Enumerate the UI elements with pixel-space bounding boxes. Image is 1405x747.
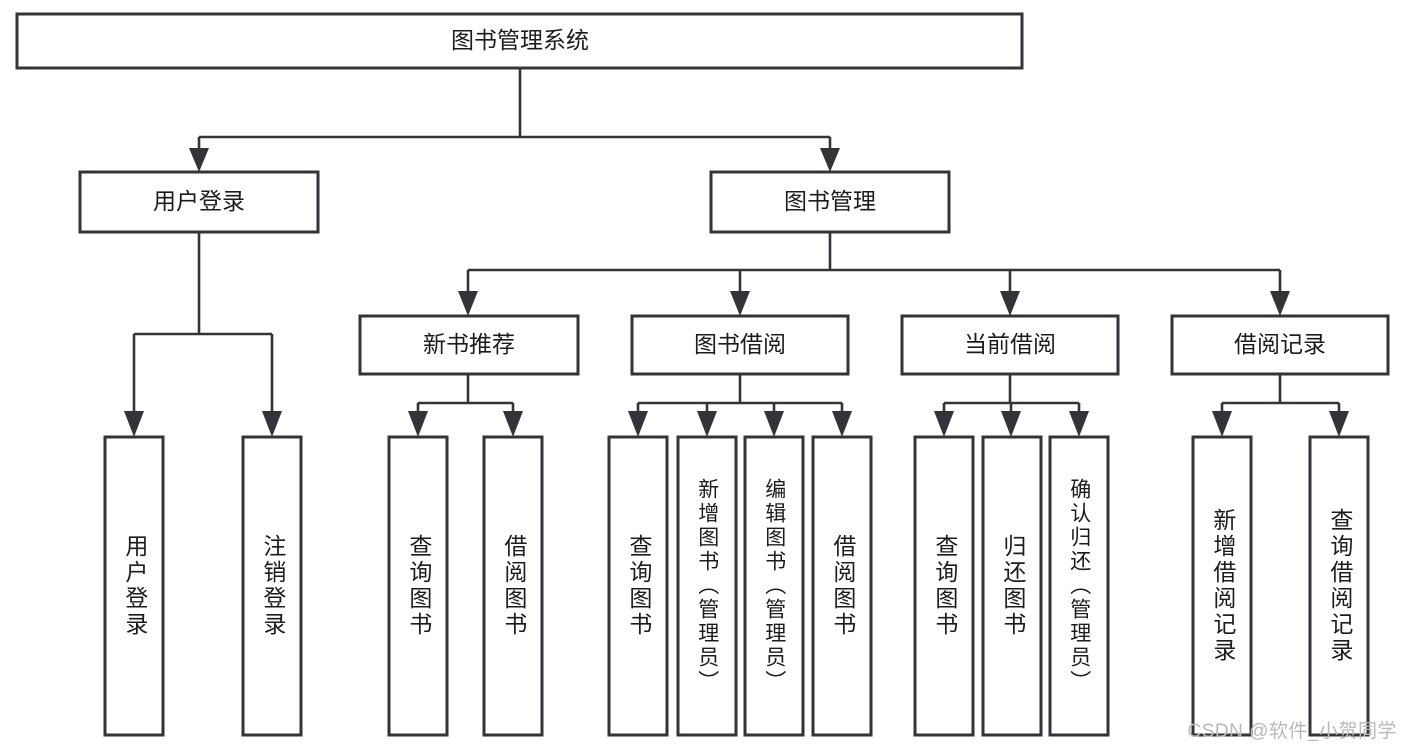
arrow-current-borrow-leaf-0 bbox=[934, 411, 954, 437]
arrow-user-login-leaf-1 bbox=[262, 411, 282, 437]
node-user-login-box[interactable] bbox=[78, 170, 320, 234]
arrow-current-borrow-leaf-2 bbox=[1069, 411, 1089, 437]
leaf-new-book-rec-0-box[interactable] bbox=[387, 435, 449, 737]
node-borrow-record-box[interactable] bbox=[1170, 314, 1390, 376]
arrow-book-borrow-leaf-2 bbox=[764, 411, 784, 437]
node-user-login[interactable]: 用户登录 bbox=[78, 170, 320, 234]
connector-group-new-book-rec bbox=[408, 374, 523, 437]
leaf-user-login-1[interactable] bbox=[241, 435, 303, 737]
connector-group-current-borrow bbox=[934, 374, 1089, 437]
node-book-borrow-label: 图书借阅 bbox=[694, 331, 786, 357]
leaf-borrow-record-1[interactable] bbox=[1308, 435, 1370, 737]
node-root-label: 图书管理系统 bbox=[451, 27, 589, 53]
node-user-login-label: 用户登录 bbox=[153, 188, 245, 214]
arrow-book-borrow-leaf-0 bbox=[628, 411, 648, 437]
leaf-user-login-1-box[interactable] bbox=[241, 435, 303, 737]
connector-group-book-borrow bbox=[628, 374, 852, 437]
arrow-borrow-record-leaf-0 bbox=[1212, 411, 1232, 437]
node-book-manage[interactable]: 图书管理 bbox=[709, 170, 951, 234]
arrow-new-book-rec-leaf-1 bbox=[503, 411, 523, 437]
leaf-current-borrow-2[interactable] bbox=[1048, 435, 1110, 737]
node-book-manage-label: 图书管理 bbox=[784, 188, 876, 214]
leaf-new-book-rec-0[interactable] bbox=[387, 435, 449, 737]
leaf-current-borrow-1[interactable] bbox=[981, 435, 1043, 737]
leaf-user-login-0[interactable] bbox=[103, 435, 165, 737]
node-current-borrow-box[interactable] bbox=[900, 314, 1120, 376]
arrow-root-to-book-manage bbox=[820, 148, 840, 172]
arrow-book-borrow-leaf-3 bbox=[832, 411, 852, 437]
leaf-borrow-record-0-box[interactable] bbox=[1191, 435, 1253, 737]
arrow-user-login-leaf-0 bbox=[124, 411, 144, 437]
arrow-book-manage-to-current-borrow bbox=[1000, 291, 1020, 316]
leaf-book-borrow-0[interactable] bbox=[607, 435, 669, 737]
arrow-borrow-record-leaf-1 bbox=[1329, 411, 1349, 437]
node-book-borrow-box[interactable] bbox=[630, 314, 850, 376]
node-root-box[interactable] bbox=[15, 12, 1024, 70]
leaf-current-borrow-0[interactable] bbox=[913, 435, 975, 737]
leaf-book-borrow-1[interactable] bbox=[676, 435, 738, 737]
node-book-manage-box[interactable] bbox=[709, 170, 951, 234]
connector-group-root bbox=[189, 68, 840, 172]
leaf-current-borrow-2-box[interactable] bbox=[1048, 435, 1110, 737]
node-borrow-record-label: 借阅记录 bbox=[1234, 331, 1326, 357]
connector-group-book-manage bbox=[458, 232, 1290, 316]
node-root[interactable]: 图书管理系统 bbox=[15, 12, 1024, 70]
leaf-current-borrow-0-box[interactable] bbox=[913, 435, 975, 737]
connector-group-user-login bbox=[124, 232, 282, 437]
arrow-book-borrow-leaf-1 bbox=[697, 411, 717, 437]
leaf-book-borrow-1-box[interactable] bbox=[676, 435, 738, 737]
node-new-book-rec[interactable]: 新书推荐 bbox=[358, 314, 580, 376]
node-new-book-rec-box[interactable] bbox=[358, 314, 580, 376]
arrow-book-manage-to-book-borrow bbox=[730, 291, 750, 316]
leaf-new-book-rec-1-box[interactable] bbox=[482, 435, 544, 737]
node-new-book-rec-label: 新书推荐 bbox=[423, 331, 515, 357]
leaf-book-borrow-0-box[interactable] bbox=[607, 435, 669, 737]
arrow-book-manage-to-borrow-record bbox=[1270, 291, 1290, 316]
node-current-borrow[interactable]: 当前借阅 bbox=[900, 314, 1120, 376]
leaf-user-login-0-box[interactable] bbox=[103, 435, 165, 737]
leaf-book-borrow-3[interactable] bbox=[811, 435, 873, 737]
arrow-new-book-rec-leaf-0 bbox=[408, 411, 428, 437]
leaf-current-borrow-1-box[interactable] bbox=[981, 435, 1043, 737]
arrow-current-borrow-leaf-1 bbox=[1001, 411, 1021, 437]
node-borrow-record[interactable]: 借阅记录 bbox=[1170, 314, 1390, 376]
leaf-new-book-rec-1[interactable] bbox=[482, 435, 544, 737]
node-current-borrow-label: 当前借阅 bbox=[964, 331, 1056, 357]
leaf-borrow-record-1-box[interactable] bbox=[1308, 435, 1370, 737]
leaf-borrow-record-0[interactable] bbox=[1191, 435, 1253, 737]
leaf-book-borrow-3-box[interactable] bbox=[811, 435, 873, 737]
leaf-book-borrow-2[interactable] bbox=[743, 435, 805, 737]
arrow-book-manage-to-new-book-rec bbox=[458, 291, 478, 316]
connector-group-borrow-record bbox=[1212, 374, 1349, 437]
arrow-root-to-user-login bbox=[189, 148, 209, 172]
leaf-book-borrow-2-box[interactable] bbox=[743, 435, 805, 737]
node-book-borrow[interactable]: 图书借阅 bbox=[630, 314, 850, 376]
